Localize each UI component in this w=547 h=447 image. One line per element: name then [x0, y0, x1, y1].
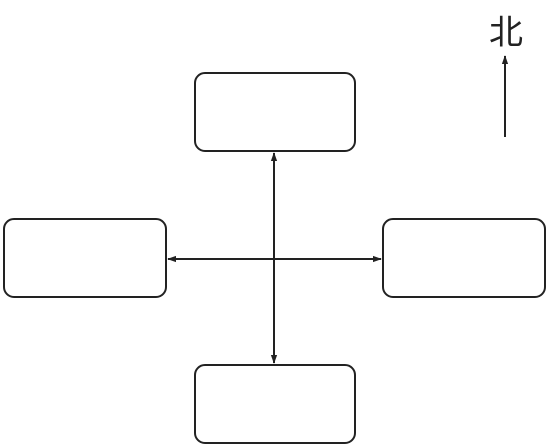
box-south: [194, 364, 356, 444]
box-east: [382, 218, 546, 298]
north-label: 北: [489, 13, 523, 53]
box-west: [3, 218, 167, 298]
box-north: [194, 72, 356, 152]
